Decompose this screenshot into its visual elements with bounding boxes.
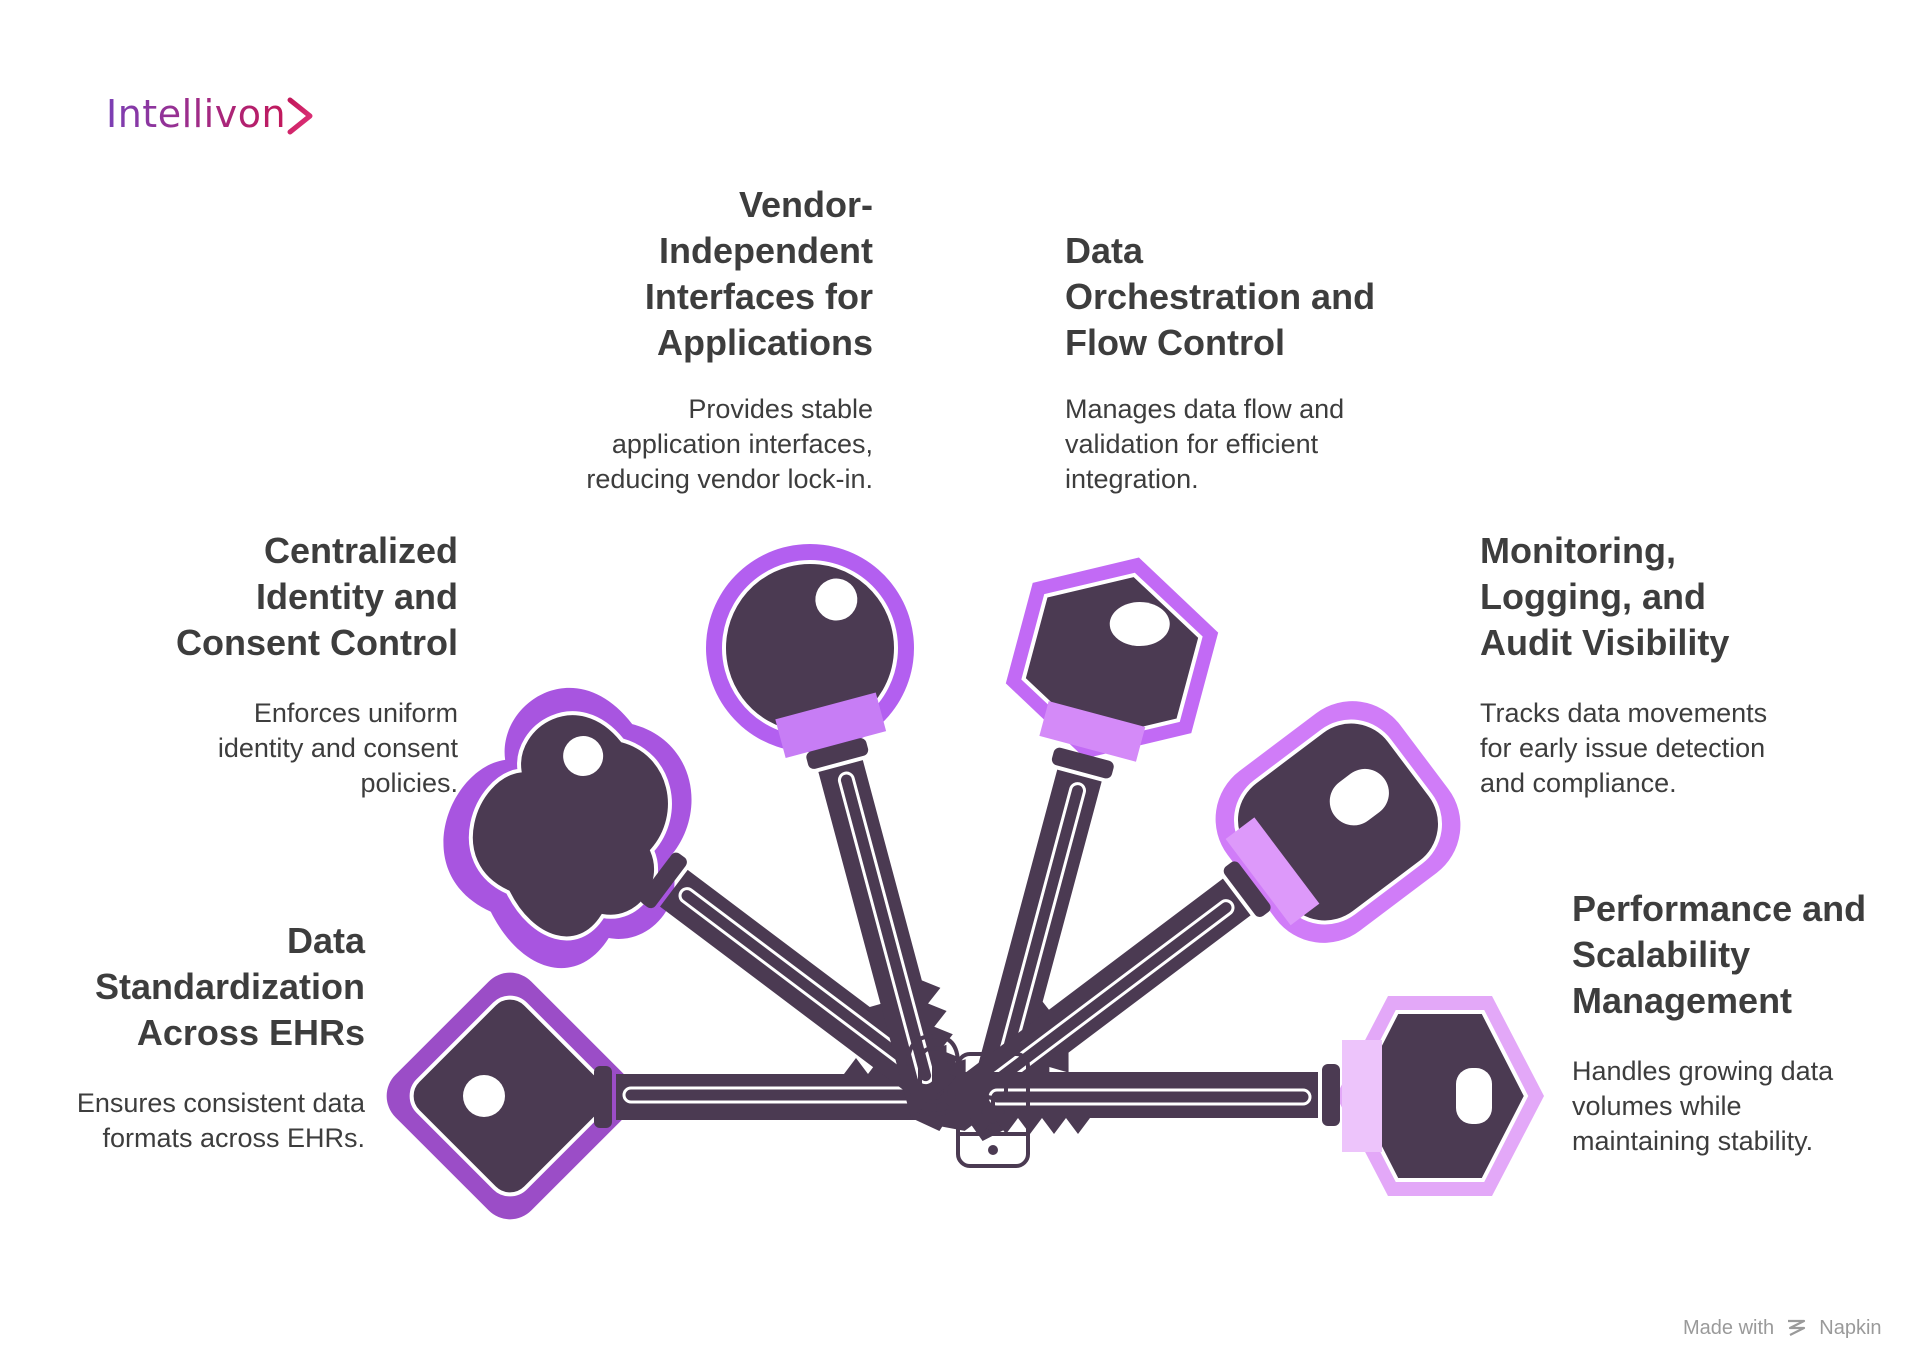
key-vendor-independent <box>706 544 978 1141</box>
item-performance: Performance and Scalability Management H… <box>1572 886 1902 1159</box>
item-title: Data Orchestration and Flow Control <box>1065 230 1376 363</box>
item-description: Ensures consistent data formats across E… <box>76 1088 365 1153</box>
made-with-label: Made with <box>1683 1317 1775 1339</box>
napkin-label: Napkin <box>1819 1317 1882 1339</box>
item-data-orchestration: Data Orchestration and Flow Control Mana… <box>1065 228 1425 497</box>
key-centralized-identity <box>443 688 1001 1142</box>
key-data-orchestration <box>950 557 1219 1153</box>
made-with-badge[interactable]: Made with Napkin <box>1683 1317 1882 1340</box>
chevron-right-icon <box>287 97 313 135</box>
item-centralized-identity: Centralized Identity and Consent Control… <box>100 528 458 801</box>
item-title: Vendor- Independent Interfaces for Appli… <box>644 184 873 363</box>
key-performance <box>938 996 1544 1196</box>
item-description: Handles growing data volumes while maint… <box>1572 1056 1834 1156</box>
item-title: Centralized Identity and Consent Control <box>176 530 458 663</box>
brand-logo: Intellivon <box>106 92 287 136</box>
item-description: Tracks data movements for early issue de… <box>1480 698 1768 798</box>
item-vendor-independent: Vendor- Independent Interfaces for Appli… <box>530 182 873 497</box>
item-data-standardization: Data Standardization Across EHRs Ensures… <box>40 918 365 1156</box>
item-title: Performance and Scalability Management <box>1572 888 1867 1021</box>
napkin-logo-icon <box>1787 1319 1805 1336</box>
item-description: Manages data flow and validation for eff… <box>1065 394 1345 494</box>
key-monitoring <box>914 701 1461 1158</box>
fingerprint-phone-icon <box>906 1033 1030 1168</box>
item-title: Data Standardization Across EHRs <box>94 920 365 1053</box>
item-description: Enforces uniform identity and consent po… <box>217 698 458 798</box>
item-description: Provides stable application interfaces, … <box>586 394 873 494</box>
item-monitoring: Monitoring, Logging, and Audit Visibilit… <box>1480 528 1820 801</box>
item-title: Monitoring, Logging, and Audit Visibilit… <box>1480 530 1730 663</box>
key-data-standardization <box>386 972 996 1220</box>
